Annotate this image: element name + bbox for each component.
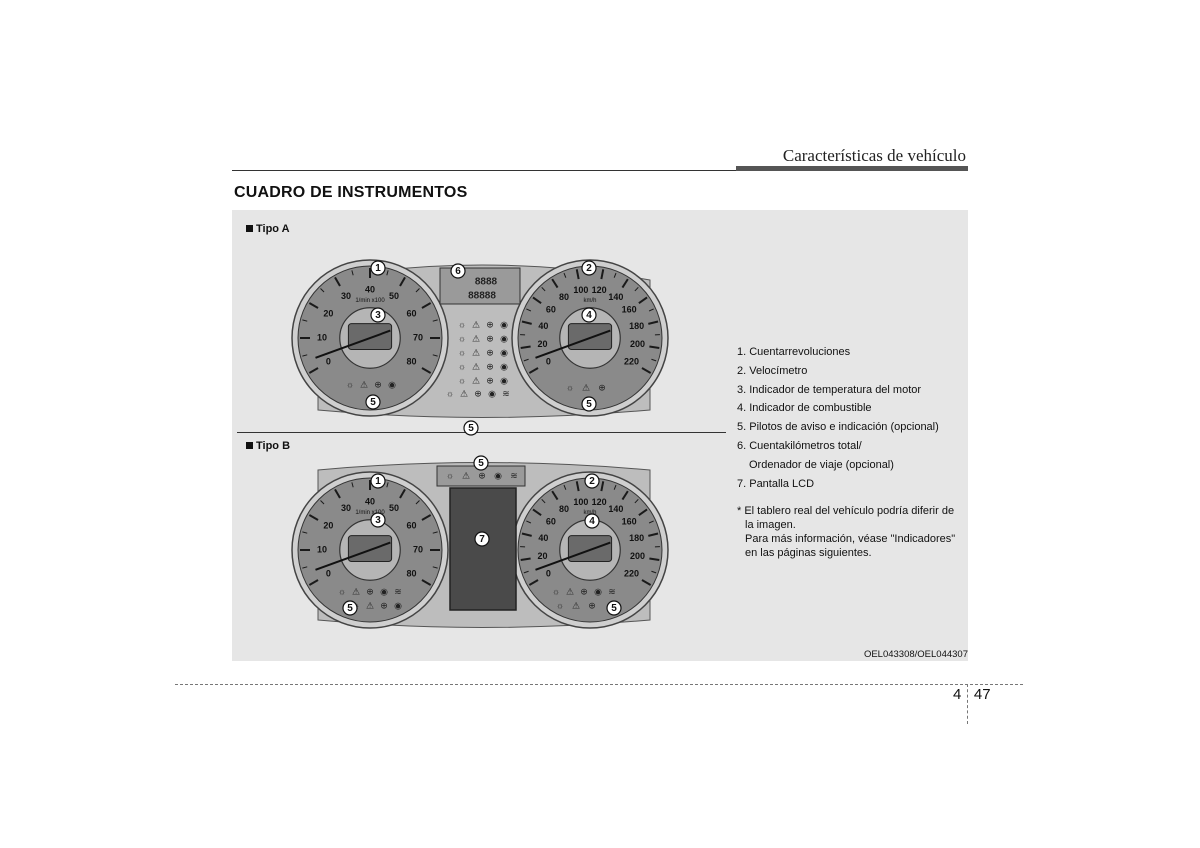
legend-list: 1. Cuentarrevoluciones 2. Velocímetro 3.…	[737, 343, 969, 493]
legend-item: 1. Cuentarrevoluciones	[737, 346, 851, 358]
note: * El tablero real del vehículo podría di…	[737, 504, 969, 560]
footer-separator	[967, 684, 968, 724]
header-rule-accent	[736, 166, 968, 171]
legend-item: 7. Pantalla LCD	[737, 477, 815, 490]
chapter-number: 4	[953, 686, 962, 703]
legend-item: 5. Pilotos de aviso e indicación (opcion…	[737, 421, 939, 434]
legend-item-continuation: Ordenador de viaje (opcional)	[749, 458, 894, 471]
footer-rule	[175, 684, 1023, 685]
running-header: Características de vehículo	[782, 146, 966, 165]
note-line: * El tablero real del vehículo podría di…	[737, 505, 955, 517]
type-b-label: Tipo B	[246, 440, 290, 452]
legend-item: 4. Indicador de combustible	[737, 402, 872, 415]
note-line: la imagen.	[745, 519, 796, 531]
note-line: Para más información, véase "Indicadores…	[745, 533, 956, 545]
type-a-label: Tipo A	[246, 223, 290, 235]
legend-item: 3. Indicador de temperatura del motor	[737, 383, 922, 396]
bullet-square-icon	[246, 225, 253, 232]
note-line: en las páginas siguientes.	[745, 547, 872, 559]
image-code: OEL043308/OEL044307	[863, 649, 968, 660]
legend-item: 6. Cuentakilómetros total/	[737, 439, 862, 452]
section-title: CUADRO DE INSTRUMENTOS	[234, 184, 468, 201]
header-rule	[232, 170, 736, 171]
legend-item: 2. Velocímetro	[737, 364, 808, 377]
figure-divider	[237, 432, 726, 433]
type-b-text: Tipo B	[256, 440, 291, 452]
page-number: 4 47	[953, 686, 991, 703]
bullet-square-icon	[246, 442, 253, 449]
page-number-value: 47	[973, 686, 991, 703]
type-a-text: Tipo A	[256, 223, 290, 235]
